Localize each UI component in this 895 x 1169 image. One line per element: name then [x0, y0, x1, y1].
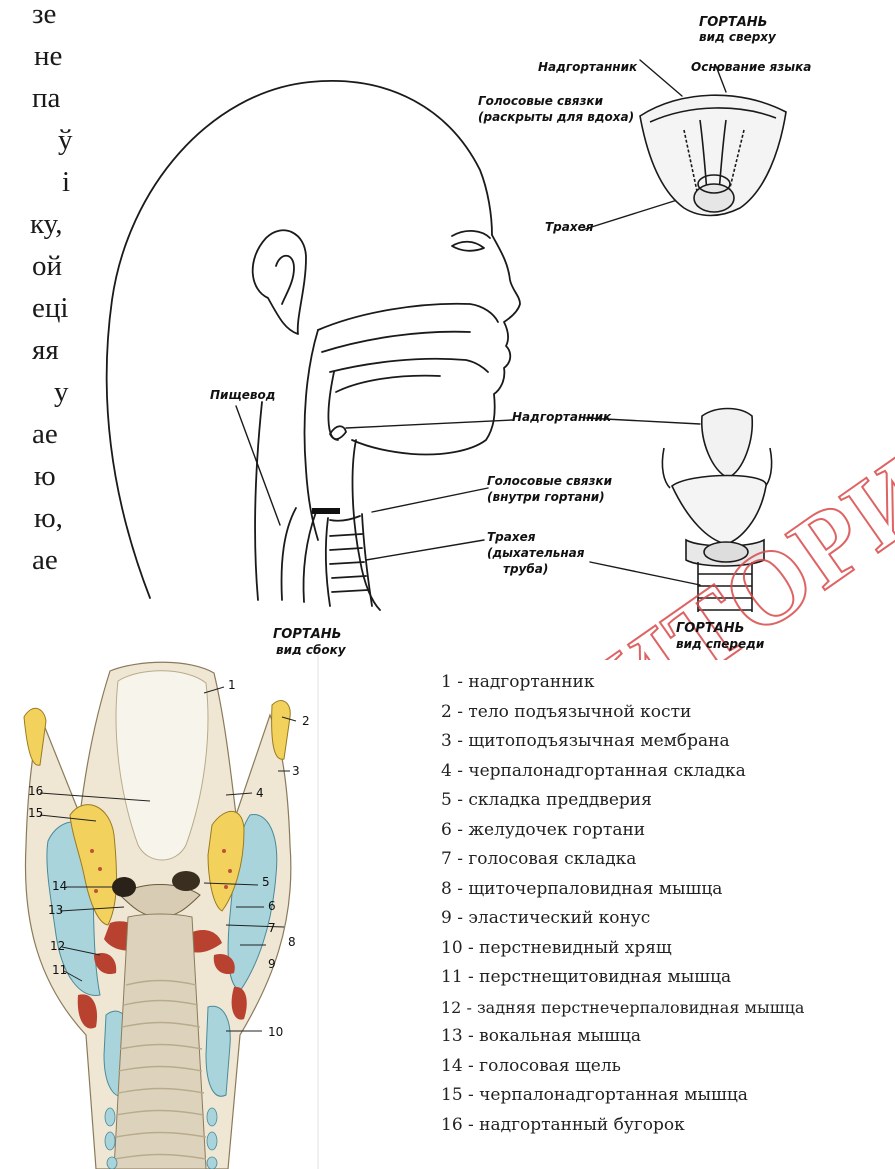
- label-esophagus: Пищевод: [210, 388, 275, 403]
- legend-item: 3 - щитоподъязычная мембрана: [441, 727, 891, 757]
- legend-item: 7 - голосовая складка: [441, 845, 891, 875]
- legend-item: 15 - черпалонадгортанная мышца: [441, 1081, 891, 1111]
- watermark-text: РЕПОЗИТОРИЙ БГПУ: [282, 195, 895, 660]
- label-trachea-side-3: труба): [503, 562, 548, 577]
- neck-front: [353, 440, 380, 610]
- legend-item: 2 - тело подъязычной кости: [441, 698, 891, 728]
- front-view-title: ГОРТАНЬ: [676, 620, 745, 637]
- section-num-10: 10: [268, 1025, 283, 1039]
- side-view-title: ГОРТАНЬ: [273, 626, 342, 643]
- section-num-2: 2: [302, 714, 310, 728]
- section-num-3: 3: [292, 764, 300, 778]
- eye: [452, 242, 484, 251]
- legend-item: 11 - перстнещитовидная мышца: [441, 963, 891, 993]
- neck-back: [255, 402, 262, 600]
- section-num-7: 7: [268, 921, 276, 935]
- legend-item: 1 - надгортанник: [441, 668, 891, 698]
- top-view-title: ГОРТАНЬ: [699, 14, 768, 31]
- legend-item: 12 - задняя перстнечерпаловидная мышца: [441, 993, 891, 1023]
- section-num-4: 4: [256, 786, 264, 800]
- label-vocal-inside-2: (внутри гортани): [487, 490, 605, 505]
- legend-item: 8 - щиточерпаловидная мышца: [441, 875, 891, 905]
- legend-item: 9 - эластический конус: [441, 904, 891, 934]
- face-profile: [352, 235, 520, 454]
- ear: [253, 230, 306, 334]
- legend-item: 16 - надгортанный бугорок: [441, 1111, 891, 1141]
- larynx-line-drawing: РЕПОЗИТОРИЙ БГПУ: [0, 0, 895, 660]
- legend-item: 13 - вокальная мышца: [441, 1022, 891, 1052]
- front-view-subtitle: вид спереди: [676, 637, 764, 652]
- legend-item: 10 - перстневидный хрящ: [441, 934, 891, 964]
- label-epiglottis-top: Надгортанник: [538, 60, 637, 75]
- legend-item: 4 - черпалонадгортанная складка: [441, 757, 891, 787]
- legend-list: 1 - надгортанник 2 - тело подъязычной ко…: [441, 668, 891, 1140]
- section-num-5: 5: [262, 875, 270, 889]
- top-view-subtitle: вид сверху: [699, 30, 776, 45]
- legend-item: 5 - складка преддверия: [441, 786, 891, 816]
- larynx-top-view: [640, 95, 786, 215]
- section-num-16: 16: [28, 784, 43, 798]
- label-tongue-base: Основание языка: [691, 60, 811, 75]
- section-num-15: 15: [28, 806, 43, 820]
- label-trachea-side-1: Трахея: [487, 530, 535, 545]
- section-num-14: 14: [52, 879, 67, 893]
- section-num-6: 6: [268, 899, 276, 913]
- legend-item: 14 - голосовая щель: [441, 1052, 891, 1082]
- label-trachea-side-2: (дыхательная: [487, 546, 584, 561]
- label-vocal-cords-2: (раскрыты для вдоха): [478, 110, 634, 125]
- section-num-13: 13: [48, 903, 63, 917]
- label-vocal-cords-1: Голосовые связки: [478, 94, 603, 109]
- section-num-12: 12: [50, 939, 65, 953]
- label-epiglottis-side: Надгортанник: [512, 410, 611, 425]
- head-outline: [107, 81, 492, 598]
- legend-item: 6 - желудочек гортани: [441, 816, 891, 846]
- label-trachea-top: Трахея: [545, 220, 593, 235]
- section-num-9: 9: [268, 957, 276, 971]
- section-num-1: 1: [228, 678, 236, 692]
- section-num-11: 11: [52, 963, 67, 977]
- label-vocal-inside-1: Голосовые связки: [487, 474, 612, 489]
- section-num-8: 8: [288, 935, 296, 949]
- vocal-cords-mark: [312, 508, 340, 514]
